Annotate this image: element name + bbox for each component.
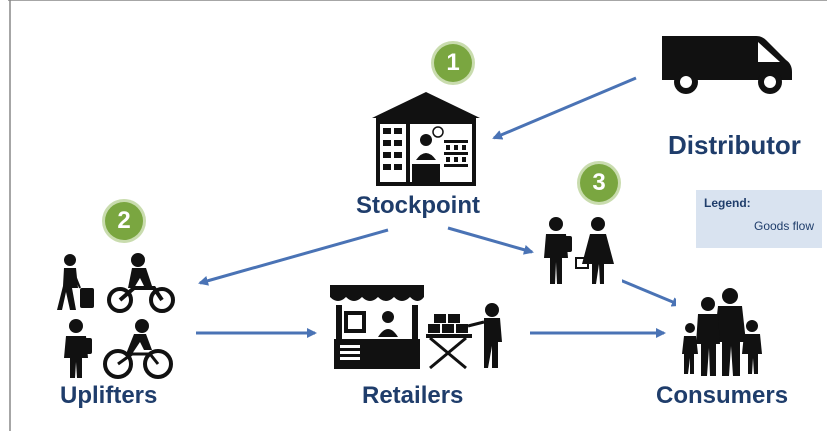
street-vendor-icon bbox=[424, 300, 514, 370]
person-walking-suitcase-icon bbox=[54, 252, 104, 312]
distributor-label: Distributor bbox=[668, 130, 801, 160]
stockpoint-label: Stockpoint bbox=[356, 192, 480, 219]
arrow-shoppers-to-consumers bbox=[619, 278, 682, 307]
shoppers-icon bbox=[540, 212, 622, 288]
arrow-stockpoint-to-shoppers bbox=[447, 226, 534, 255]
cyclist-icon bbox=[102, 318, 174, 380]
badge-2: 2 bbox=[105, 202, 143, 240]
flow-arrows bbox=[196, 76, 682, 338]
badge-1: 1 bbox=[434, 44, 472, 82]
legend-row: Goods flow bbox=[704, 219, 814, 233]
kiosk-stall-icon bbox=[330, 283, 424, 371]
badge-3: 3 bbox=[580, 164, 618, 202]
van-icon bbox=[652, 18, 802, 94]
legend-title: Legend: bbox=[704, 196, 751, 210]
shop-building-icon bbox=[366, 88, 486, 190]
uplifters-label: Uplifters bbox=[60, 382, 158, 409]
family-icon bbox=[676, 288, 768, 378]
person-backpack-icon bbox=[58, 318, 98, 380]
consumers-label: Consumers bbox=[656, 382, 789, 409]
arrow-distributor-to-stockpoint bbox=[492, 76, 637, 140]
legend: Legend: Goods flow bbox=[696, 190, 822, 248]
motorbike-rider-icon bbox=[106, 252, 176, 314]
legend-item-label: Goods flow bbox=[753, 219, 815, 233]
arrow-stockpoint-to-uplifters bbox=[198, 228, 389, 286]
retailers-label: Retailers bbox=[362, 382, 464, 409]
